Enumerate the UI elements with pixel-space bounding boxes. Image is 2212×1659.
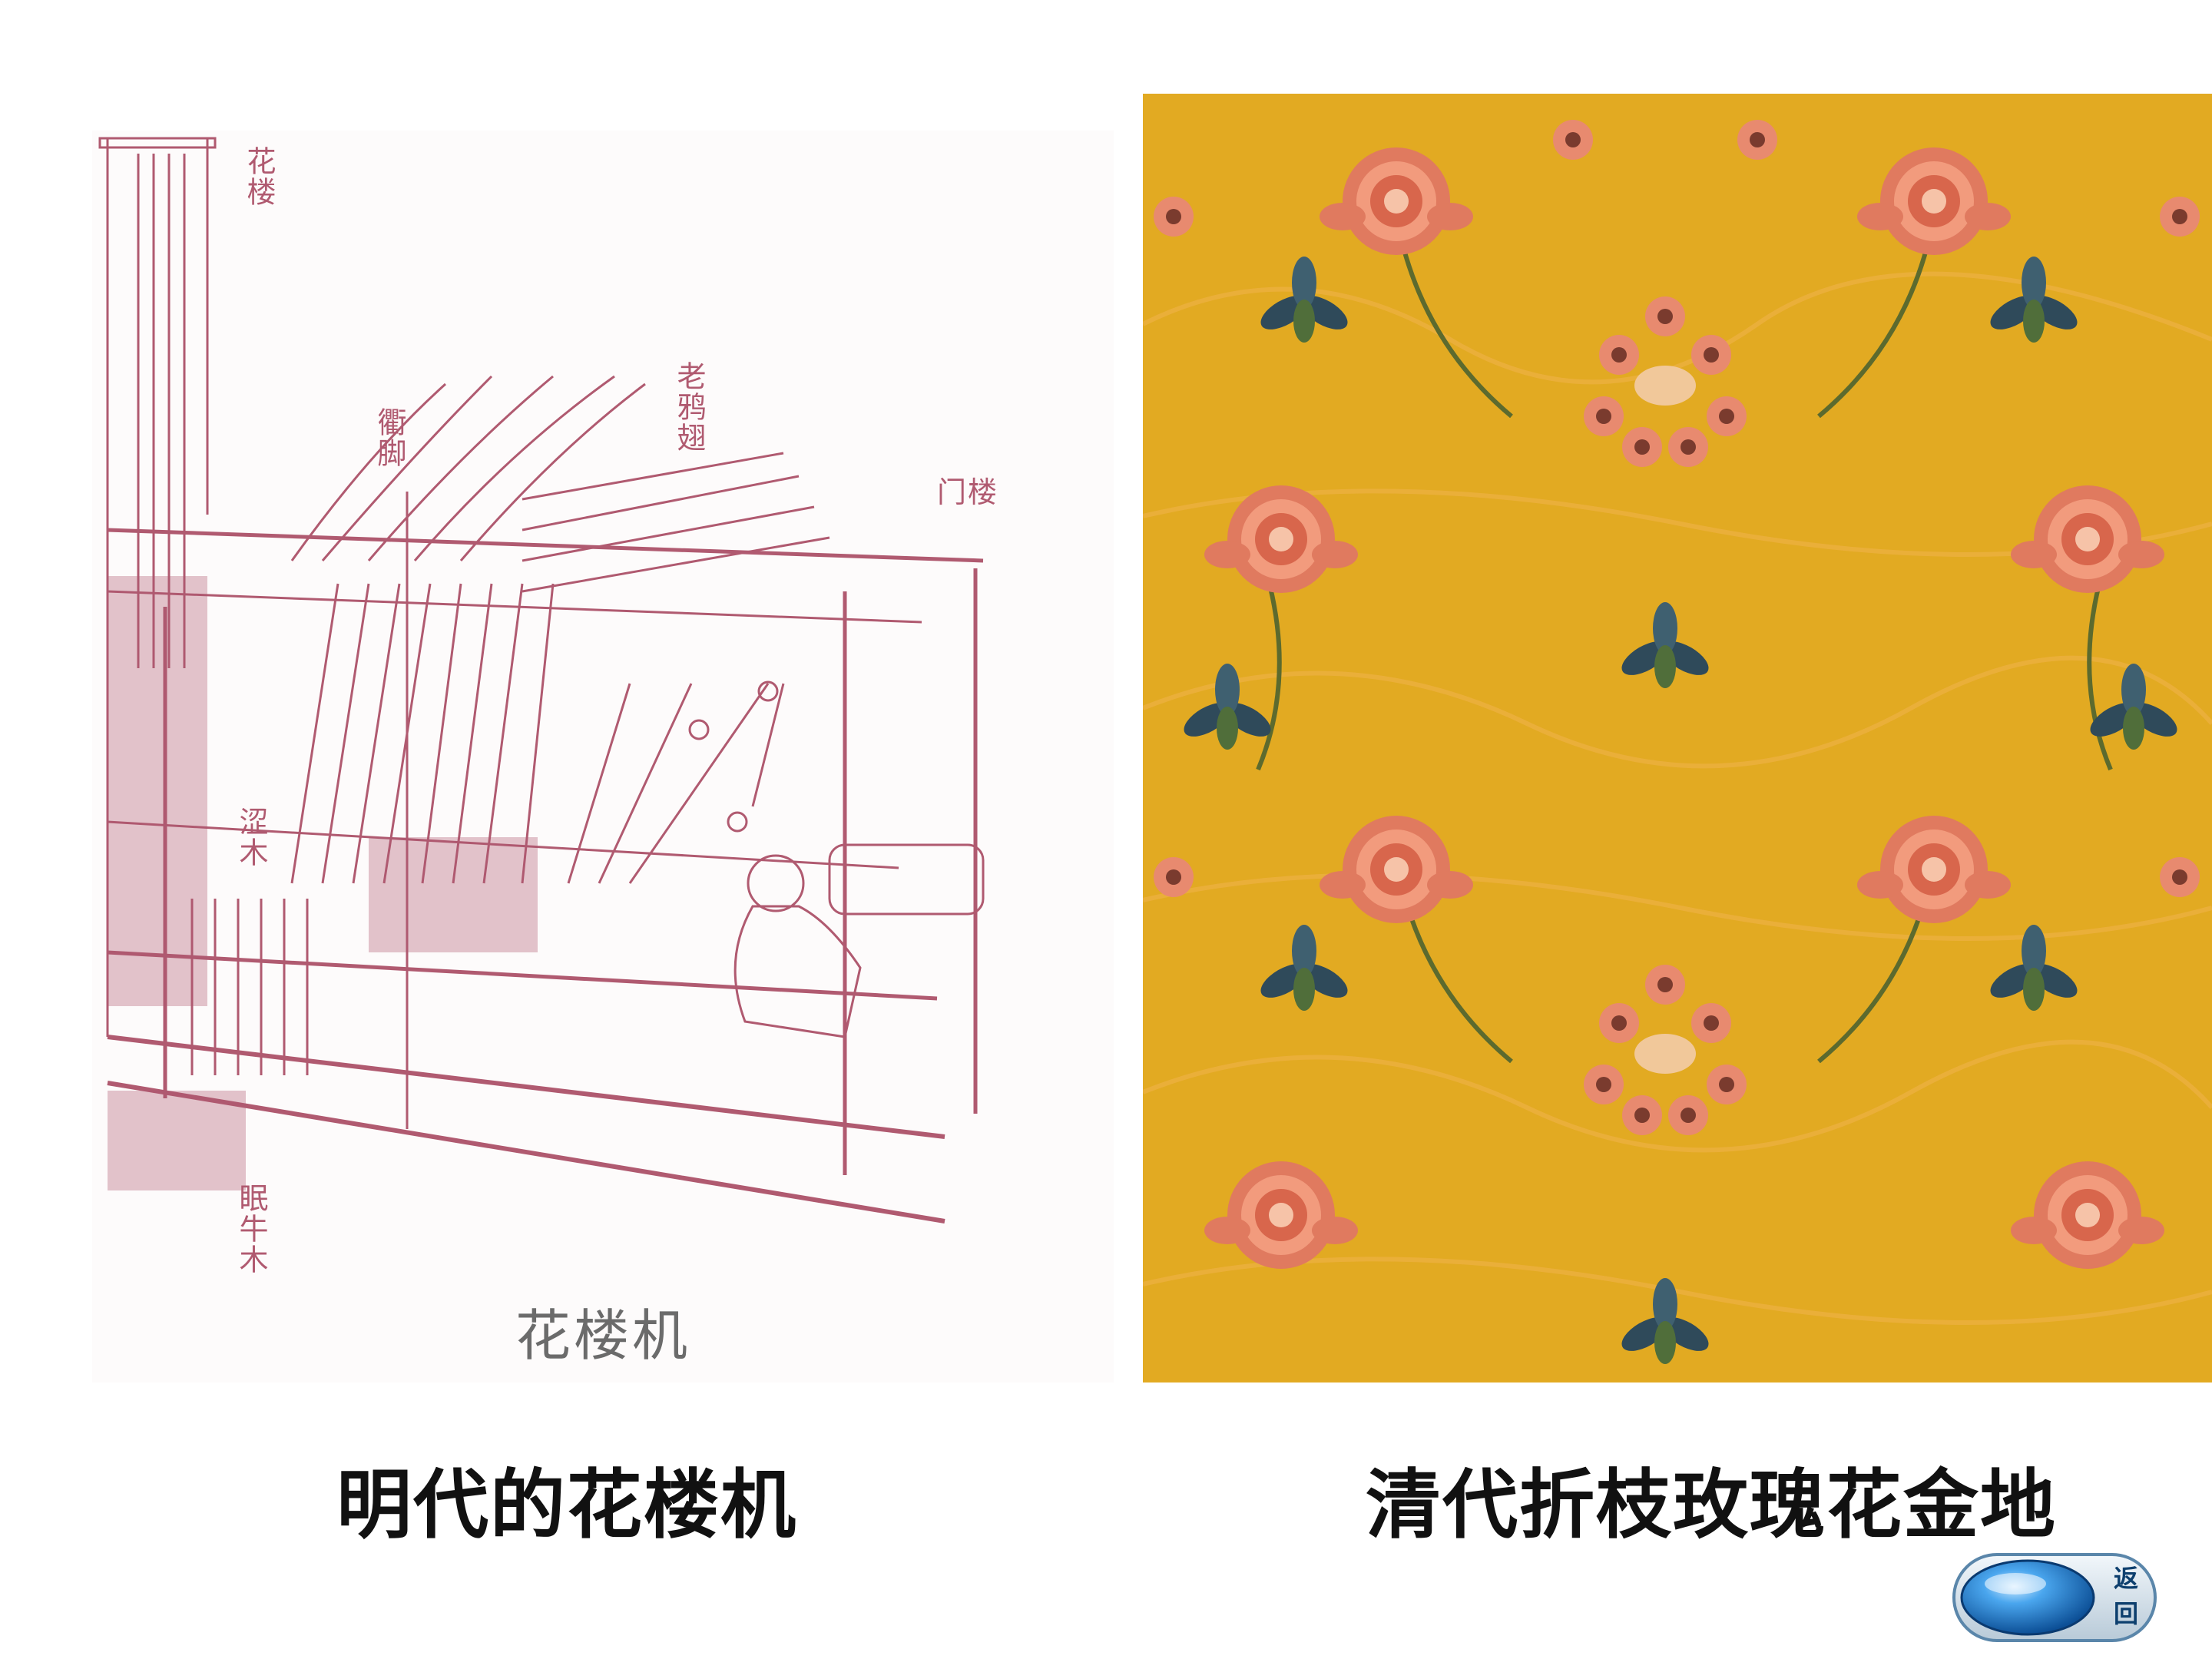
back-button-shape <box>1952 1553 2157 1642</box>
label-mian-niu-mu: 眠牛木 <box>234 1183 268 1275</box>
loom-image-caption: 花楼机 <box>515 1303 690 1368</box>
brocade-pattern <box>1143 120 2212 1364</box>
caption-qing-brocade: 清代折枝玫瑰花金地 <box>1366 1461 2058 1549</box>
back-label-bottom: 回 <box>2113 1599 2138 1628</box>
back-button[interactable]: 返 回 <box>1951 1550 2158 1645</box>
label-se-mu: 涩木 <box>234 806 268 868</box>
brocade-image <box>1143 94 2212 1382</box>
back-button-label: 返 回 <box>2111 1561 2141 1631</box>
label-flower-tower: 花楼 <box>242 146 276 207</box>
back-label-top: 返 <box>2113 1564 2138 1593</box>
loom-drawing-image: 花楼 衢脚 老鸦翅 门楼 涩木 眠牛木 花楼机 <box>92 131 1114 1382</box>
loom-illustration <box>98 137 985 1224</box>
label-lao-ya-chi: 老鸦翅 <box>672 361 706 453</box>
label-gate-tower: 门楼 <box>937 475 999 509</box>
label-crane-wing: 衢脚 <box>373 407 406 469</box>
caption-ming-loom: 明代的花楼机 <box>336 1461 798 1549</box>
